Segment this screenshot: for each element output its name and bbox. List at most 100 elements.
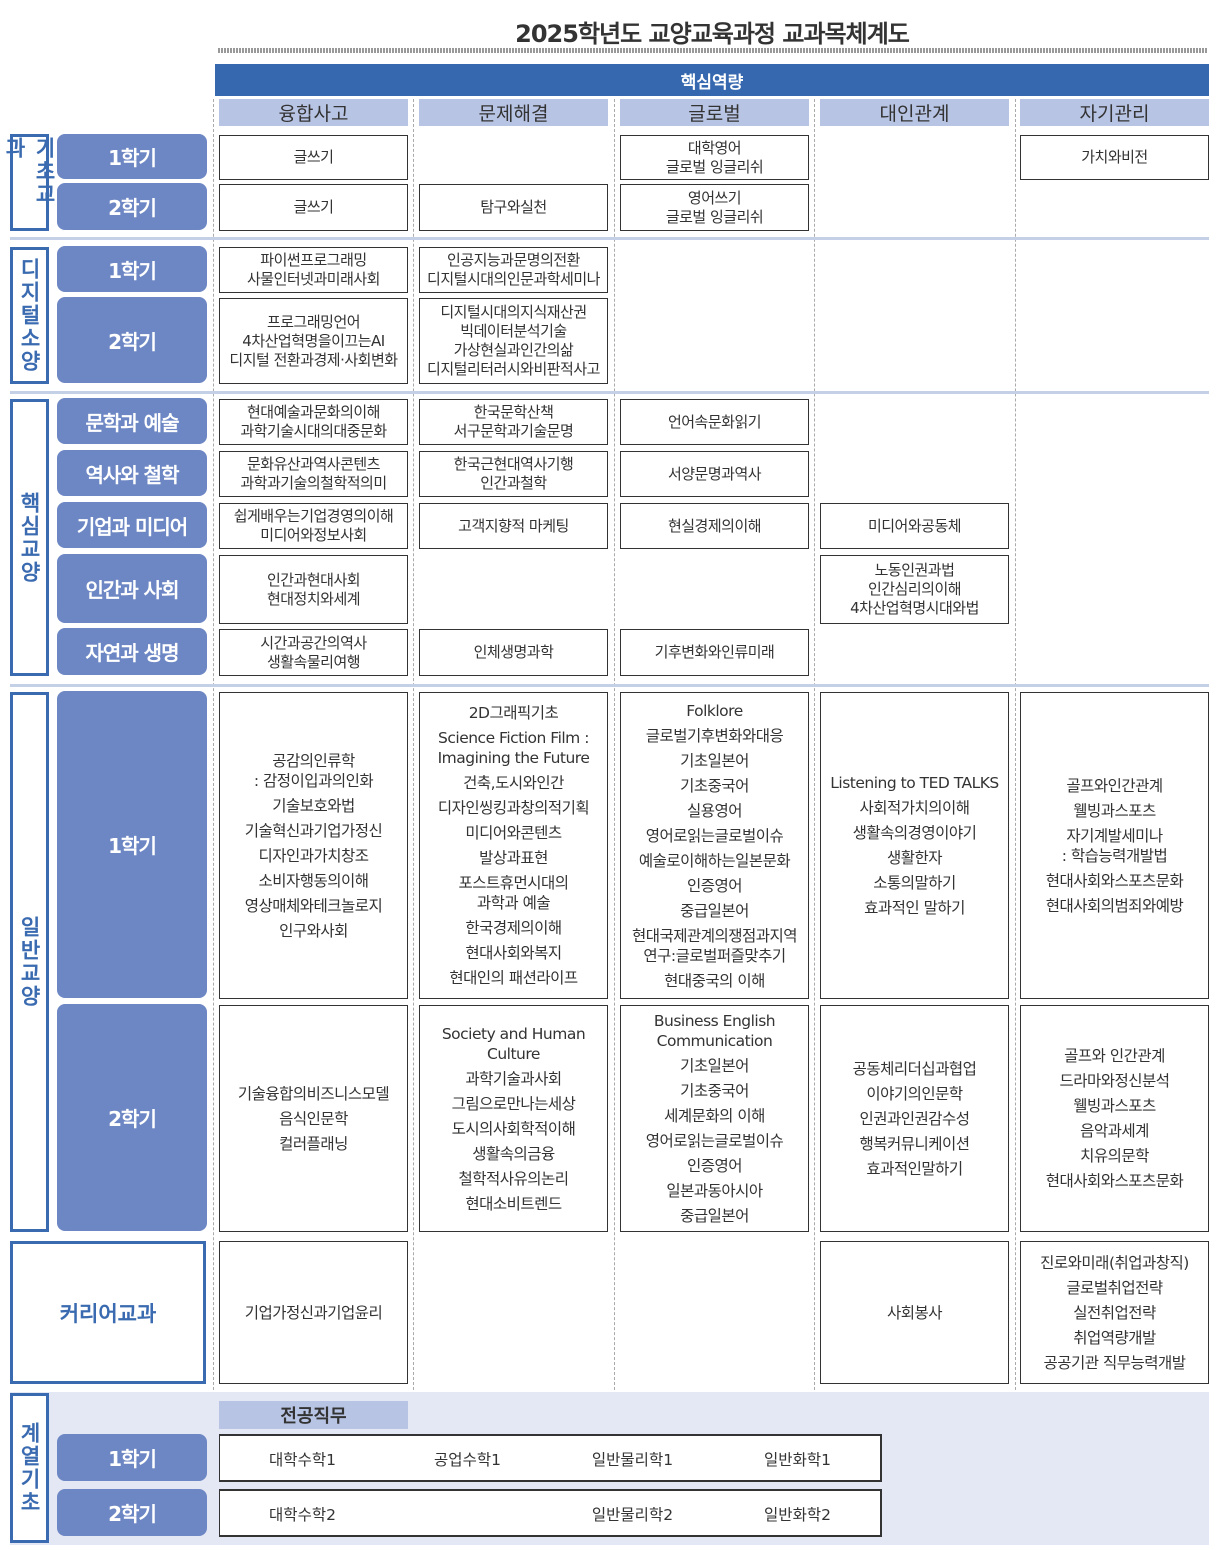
course-cell: 인체생명과학 (419, 629, 608, 676)
column-divider (614, 99, 615, 1390)
course-name: 일반물리학1 (591, 1451, 674, 1469)
course-name: 대학영어 (687, 138, 742, 157)
course-name: 기후변화와인류미래 (654, 643, 775, 661)
course-name: 골프와 인간관계 (1064, 1047, 1165, 1065)
course-name: 현대인의 패션라이프 (449, 969, 578, 987)
course-name: 현대사회와스포츠문화 (1045, 1172, 1184, 1190)
course-name: 인간과현대사회 (266, 570, 361, 589)
group-label: 디지털소양 (10, 247, 49, 384)
course-name: 소비자행동의이해 (258, 871, 369, 890)
course-name: 가치와비전 (1081, 148, 1148, 166)
course-name: 가상현실과인간의삶 (453, 341, 574, 359)
course-name: 현대사회와복지 (465, 944, 562, 962)
course-name: 4차산업혁명을이끄는AI (242, 331, 385, 350)
course-name: 서구문학과기술문명 (453, 422, 574, 440)
career-group-label: 커리어교과 (10, 1241, 206, 1384)
semester-pill: 1학기 (57, 1434, 207, 1481)
row-label-pill: 역사와 철학 (57, 450, 207, 496)
course-name: 음악과세계 (1080, 1122, 1149, 1140)
course-name: 디지털시대의지식재산권 (440, 303, 587, 321)
column-header: 글로벌 (620, 99, 809, 126)
course-name: 디자인과가치창조 (258, 846, 369, 865)
course-name: 효과적인말하기 (866, 1159, 963, 1178)
course-name: 발상과표현 (479, 849, 548, 867)
section-divider (10, 237, 1209, 240)
course-name: 글로벌 잉글리쉬 (665, 207, 764, 226)
course-cell: 미디어와공동체 (820, 503, 1009, 549)
course-name: 글쓰기 (293, 198, 334, 216)
course-name: 미디어와공동체 (867, 516, 962, 535)
course-name: 일본과동아시아 (666, 1182, 763, 1200)
course-name: 현대소비트렌드 (465, 1194, 562, 1213)
course-name: 소통의말하기 (873, 874, 956, 892)
column-divider (1015, 99, 1016, 1390)
column-divider (413, 99, 414, 1390)
course-name: 문화유산과역사콘텐츠 (246, 455, 381, 473)
course-name: 인증영어 (686, 1157, 743, 1175)
semester-pill: 2학기 (57, 1489, 207, 1536)
row-label-pill: 자연과 생명 (57, 628, 207, 675)
course-name: 영어로읽는글로벌이슈 (645, 826, 784, 845)
course-name: 글로벌 잉글리쉬 (665, 157, 764, 176)
course-name: 일반물리학2 (591, 1506, 674, 1524)
course-name: 영어쓰기 (687, 188, 742, 207)
section-divider (10, 684, 1209, 687)
course-name: Listening to TED TALKS (830, 774, 999, 792)
course-name: 디자인씽킹과창의적기획 (437, 799, 590, 817)
course-name: 웰빙과스포츠 (1073, 1097, 1156, 1115)
course-name: 시간과공간의역사 (260, 633, 367, 652)
course-cell: 고객지향적 마케팅 (419, 503, 608, 549)
row-label-pill: 2학기 (57, 297, 207, 383)
group-label: 기초교과 (3, 134, 57, 231)
course-name: 일반화학1 (764, 1451, 831, 1469)
course-cell: 서양문명과역사 (620, 451, 809, 497)
group-label: 일반교양 (10, 692, 49, 1232)
course-cell: 사회봉사 (820, 1241, 1009, 1384)
course-name: 4차산업혁명시대와법 (850, 599, 979, 617)
course-name: 한국경제의이해 (465, 919, 562, 937)
course-cell: 언어속문화읽기 (620, 399, 809, 445)
course-name: 치유의문학 (1080, 1147, 1149, 1165)
course-name: 과학과기술의철학적의미 (240, 474, 387, 492)
course-name: 쉽게배우는기업경영의이해 (233, 507, 394, 525)
page-title: 2025학년도 교양교육과정 교과목체계도 (515, 20, 910, 48)
column-header: 대인관계 (820, 99, 1009, 126)
course-name: 인간심리의이해 (867, 580, 962, 598)
course-name: 드라마와정신분석 (1059, 1072, 1170, 1090)
course-name: 실용영어 (686, 801, 743, 820)
title-divider (218, 48, 1208, 53)
course-name: 생활속의경영이야기 (852, 824, 977, 842)
course-name: 디지털 전환과경제·사회변화 (229, 350, 398, 369)
course-name: Science Fiction Film : Imagining the Fut… (437, 729, 590, 767)
course-name: 인증영어 (686, 876, 743, 895)
column-divider (814, 99, 815, 1390)
course-name: 영어로읽는글로벌이슈 (645, 1132, 784, 1150)
section-divider (10, 391, 1209, 394)
course-name: 한국근현대역사기행 (453, 455, 574, 473)
course-name: 생활한자 (886, 849, 943, 867)
course-cell: 기후변화와인류미래 (620, 629, 809, 676)
course-name: 기초일본어 (680, 1057, 749, 1075)
course-name: 현대중국의 이해 (664, 971, 765, 990)
course-name: 자기계발세미나 : 학습능력개발법 (1061, 826, 1168, 865)
row-label-pill: 1학기 (57, 691, 207, 998)
course-name: 진로와미래(취업과창직) (1040, 1253, 1189, 1272)
course-name: 현대예술과문화의이해 (246, 403, 381, 421)
course-name: 현대사회와스포츠문화 (1045, 871, 1184, 890)
